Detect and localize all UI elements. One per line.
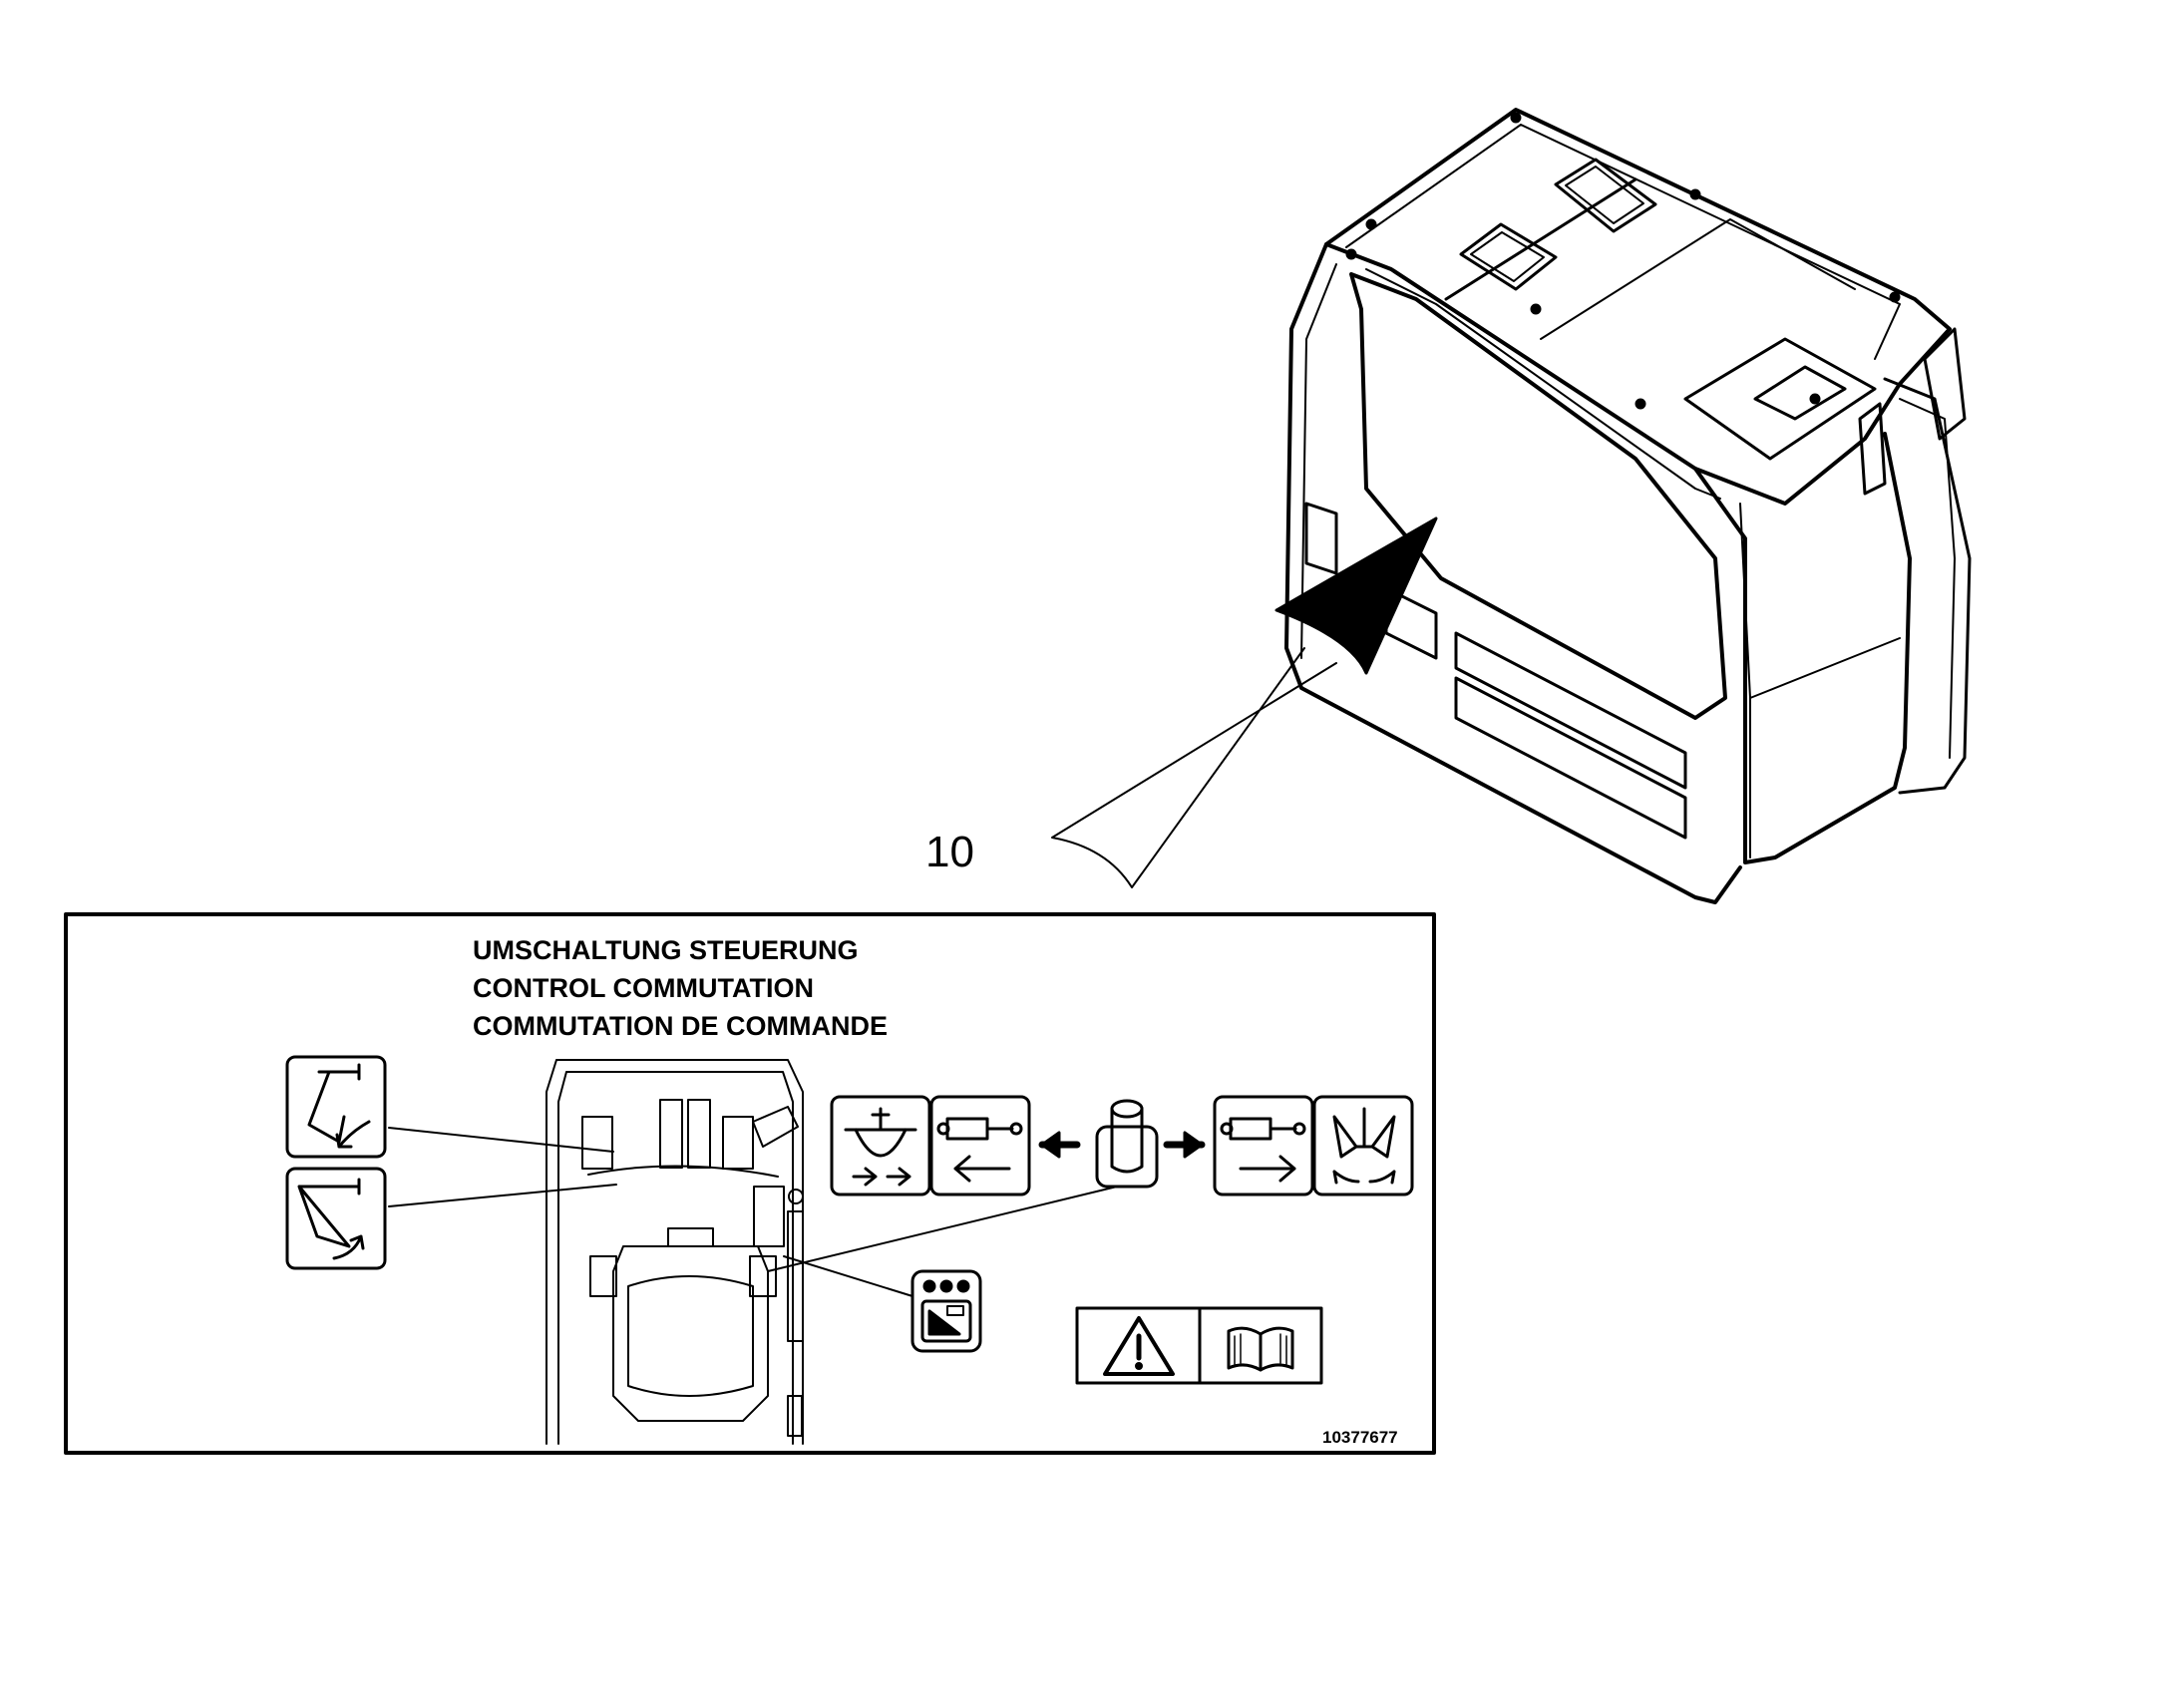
label-leaders (388, 1127, 1118, 1297)
cylinder-retract-icon (929, 1095, 1031, 1196)
grab-open-icon (1312, 1095, 1414, 1196)
label-part-number: 10377677 (1322, 1428, 1398, 1447)
label-title-de: UMSCHALTUNG STEUERUNG (473, 935, 859, 965)
grab-rotate-left-icon (830, 1095, 931, 1196)
bucket-curl-icon (285, 1167, 387, 1270)
callout-number: 10 (925, 828, 974, 876)
joystick-icon (1095, 1099, 1159, 1189)
label-frame (64, 912, 1436, 1455)
boom-lower-icon (285, 1055, 387, 1159)
cab-illustration (1051, 108, 1972, 904)
warning-triangle-icon (1103, 1316, 1175, 1376)
operator-manual-icon (1227, 1326, 1294, 1372)
switch-panel-icon (910, 1269, 982, 1353)
label-title-en: CONTROL COMMUTATION (473, 973, 814, 1003)
warning-manual-box (1075, 1306, 1323, 1385)
cab-top-view (545, 1059, 804, 1445)
direction-arrows (1038, 1131, 1206, 1159)
label-title-fr: COMMUTATION DE COMMANDE (473, 1011, 888, 1041)
cylinder-extend-icon (1213, 1095, 1314, 1196)
